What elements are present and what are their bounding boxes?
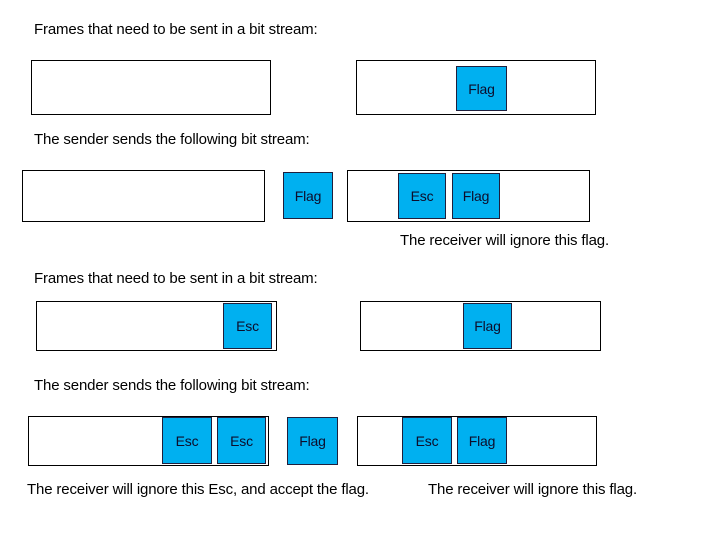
section4-frame-1-token-esc-1: Esc [162, 417, 212, 464]
section2-frame-1 [22, 170, 265, 222]
section2-loose-token-flag: Flag [283, 172, 333, 219]
section4-frame-2-token-flag: Flag [457, 417, 507, 464]
section3-frame-1-token-esc: Esc [223, 303, 272, 349]
section4-heading: The sender sends the following bit strea… [34, 377, 310, 394]
section4-frame-1-token-esc-2: Esc [217, 417, 266, 464]
section1-heading: Frames that need to be sent in a bit str… [34, 21, 318, 38]
section4-frame-2-token-esc: Esc [402, 417, 452, 464]
section2-heading: The sender sends the following bit strea… [34, 131, 310, 148]
section3-frame-2-token-flag: Flag [463, 303, 512, 349]
section1-frame-1 [31, 60, 271, 115]
section2-note: The receiver will ignore this flag. [400, 232, 610, 249]
section2-frame-2-token-esc: Esc [398, 173, 446, 219]
section4-loose-token-flag: Flag [287, 417, 338, 465]
section1-frame-2-token-flag: Flag [456, 66, 507, 111]
section4-note-right: The receiver will ignore this flag. [428, 481, 638, 498]
section4-note-left: The receiver will ignore this Esc, and a… [27, 481, 369, 498]
section2-frame-2-token-flag: Flag [452, 173, 500, 219]
section3-heading: Frames that need to be sent in a bit str… [34, 270, 318, 287]
